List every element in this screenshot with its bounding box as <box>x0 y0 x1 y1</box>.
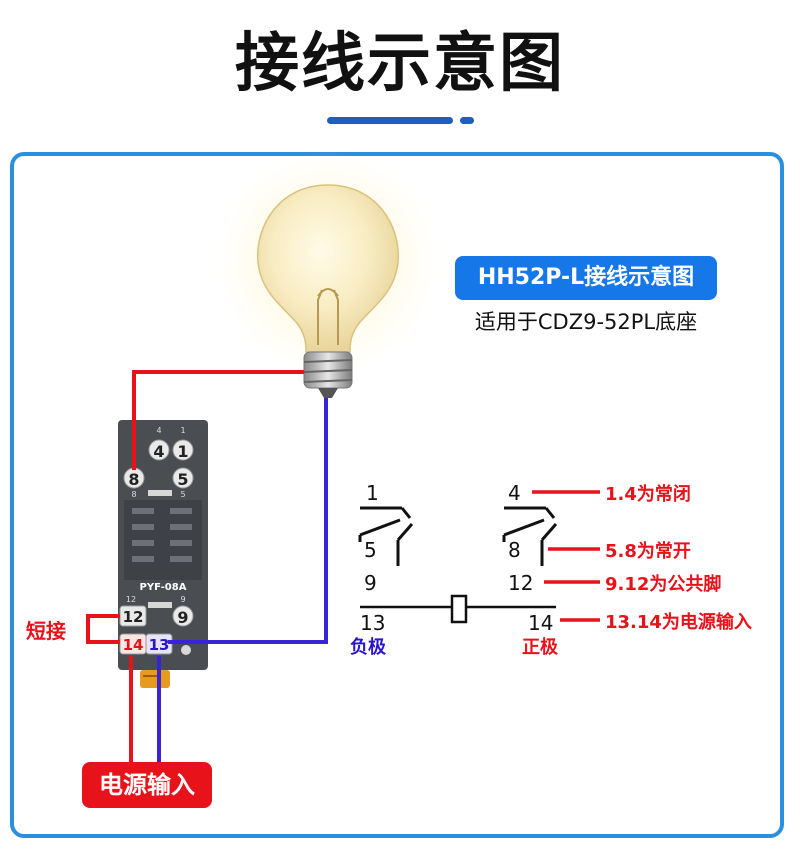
pin-9: 9 <box>364 571 377 595</box>
terminal-1: 1 <box>172 439 194 461</box>
terminal-4: 4 <box>148 439 170 461</box>
terminal-14: 14 <box>119 633 147 655</box>
pin-note-lines <box>532 490 600 622</box>
positive-label: 正极 <box>522 637 559 658</box>
short-link-wire <box>86 614 120 644</box>
pin-8: 8 <box>508 538 521 562</box>
svg-text:9: 9 <box>180 595 185 604</box>
svg-text:1: 1 <box>177 442 188 461</box>
socket-small-numbers: 4 1 8 5 12 9 <box>126 426 186 604</box>
contact-set-right <box>502 506 558 566</box>
svg-text:9: 9 <box>177 608 188 627</box>
pin-12: 12 <box>508 571 533 595</box>
pin-4: 4 <box>508 481 521 505</box>
negative-label: 负极 <box>350 636 387 658</box>
terminal-9: 9 <box>172 605 194 627</box>
coil-symbol <box>360 594 556 624</box>
model-subtitle: 适用于CDZ9-52PL底座 <box>474 310 698 334</box>
pin-13: 13 <box>360 611 385 635</box>
svg-text:14: 14 <box>123 636 144 654</box>
terminal-5: 5 <box>172 467 194 489</box>
blue-wire-lamp <box>168 398 328 644</box>
terminal-8: 8 <box>123 467 145 489</box>
svg-text:1: 1 <box>180 426 185 435</box>
title-underline <box>327 117 453 124</box>
pin-14: 14 <box>528 611 553 635</box>
svg-text:5: 5 <box>180 490 185 499</box>
socket-model-label: PYF-08A <box>140 582 187 593</box>
svg-text:5: 5 <box>177 470 188 489</box>
svg-text:8: 8 <box>128 470 139 489</box>
note-normally-open: 5.8为常开 <box>605 540 691 562</box>
title-underline-dot <box>460 117 474 124</box>
svg-text:4: 4 <box>153 442 164 461</box>
svg-text:12: 12 <box>123 608 144 626</box>
svg-text:13: 13 <box>149 636 170 654</box>
pin-5: 5 <box>364 538 377 562</box>
svg-text:8: 8 <box>131 490 136 499</box>
note-normally-closed: 1.4为常闭 <box>605 483 691 505</box>
diagram-frame <box>10 152 784 838</box>
terminal-13: 13 <box>145 633 173 655</box>
red-wire-lamp <box>132 370 304 470</box>
light-bulb-icon <box>218 152 438 398</box>
terminal-12: 12 <box>119 605 147 627</box>
relay-schematic: 1 5 9 13 4 8 12 14 负极 正极 <box>350 481 752 658</box>
short-label: 短接 <box>26 619 66 643</box>
power-wires <box>129 656 161 765</box>
power-input-badge: 电源输入 <box>82 762 212 808</box>
svg-text:12: 12 <box>126 595 136 604</box>
model-badge: HH52P-L接线示意图 <box>455 256 717 300</box>
contact-set-left <box>358 506 414 566</box>
page-title: 接线示意图 <box>235 27 565 101</box>
note-common: 9.12为公共脚 <box>605 573 721 595</box>
note-power-input: 13.14为电源输入 <box>605 611 752 633</box>
svg-text:4: 4 <box>156 426 161 435</box>
pin-1: 1 <box>366 481 379 505</box>
